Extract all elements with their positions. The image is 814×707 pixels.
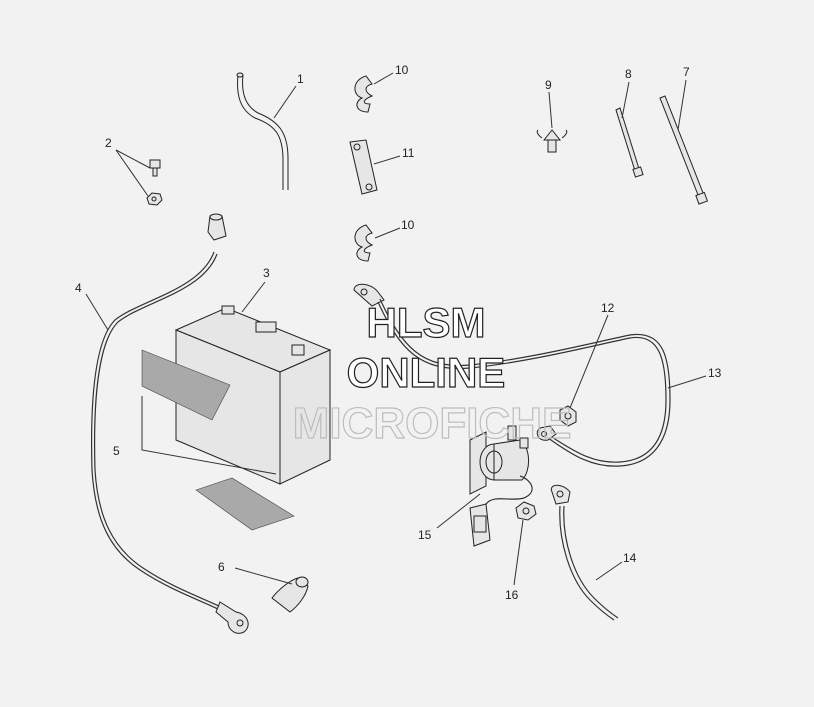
part-13-cable: [353, 283, 671, 467]
callout-10-top: 10: [395, 63, 409, 77]
grommet: [207, 213, 227, 241]
part-1-hose: [236, 72, 289, 190]
part-4-cable: [91, 251, 249, 634]
part-14-cable: [550, 484, 619, 621]
callout-4: 4: [75, 281, 82, 295]
callout-10-bottom: 10: [401, 218, 415, 232]
callout-14: 14: [623, 551, 637, 565]
part-15-solenoid: [469, 425, 533, 547]
leader-lines: [85, 72, 707, 586]
part-8-cable-tie: [615, 107, 644, 178]
part-12-nut: [559, 405, 577, 427]
watermark-line-3: MICROFICHE: [293, 399, 572, 448]
part-3-battery: [174, 305, 332, 485]
callout-8: 8: [625, 67, 632, 81]
part-7-cable-tie-long: [659, 95, 709, 205]
callout-6: 6: [218, 560, 225, 574]
callout-labels: 1 2 3 4 5 6 7 8 9 10 10 11 12 13 14 15 1…: [75, 63, 722, 602]
watermark: HLSM ONLINE MICROFICHE: [292, 298, 572, 448]
watermark-line-2: ONLINE: [347, 349, 506, 396]
watermark-line-1: HLSM: [367, 299, 486, 346]
part-9-push-clip: [536, 129, 568, 153]
callout-9: 9: [545, 78, 552, 92]
part-16-nut: [515, 501, 537, 521]
callout-15: 15: [418, 528, 432, 542]
callout-7: 7: [683, 65, 690, 79]
callout-13: 13: [708, 366, 722, 380]
part-5-battery-pads: [141, 349, 295, 531]
callout-1: 1: [297, 72, 304, 86]
callout-12: 12: [601, 301, 615, 315]
part-6-boot: [271, 576, 309, 613]
part-2-bolt-nut: [146, 159, 163, 206]
callout-16: 16: [505, 588, 519, 602]
callout-5: 5: [113, 444, 120, 458]
callout-2: 2: [105, 136, 112, 150]
part-11-link-bracket: [349, 139, 378, 195]
callout-3: 3: [263, 266, 270, 280]
part-10-clip-bottom: [354, 224, 374, 262]
callout-11: 11: [402, 146, 415, 160]
part-10-clip-top: [354, 75, 374, 113]
